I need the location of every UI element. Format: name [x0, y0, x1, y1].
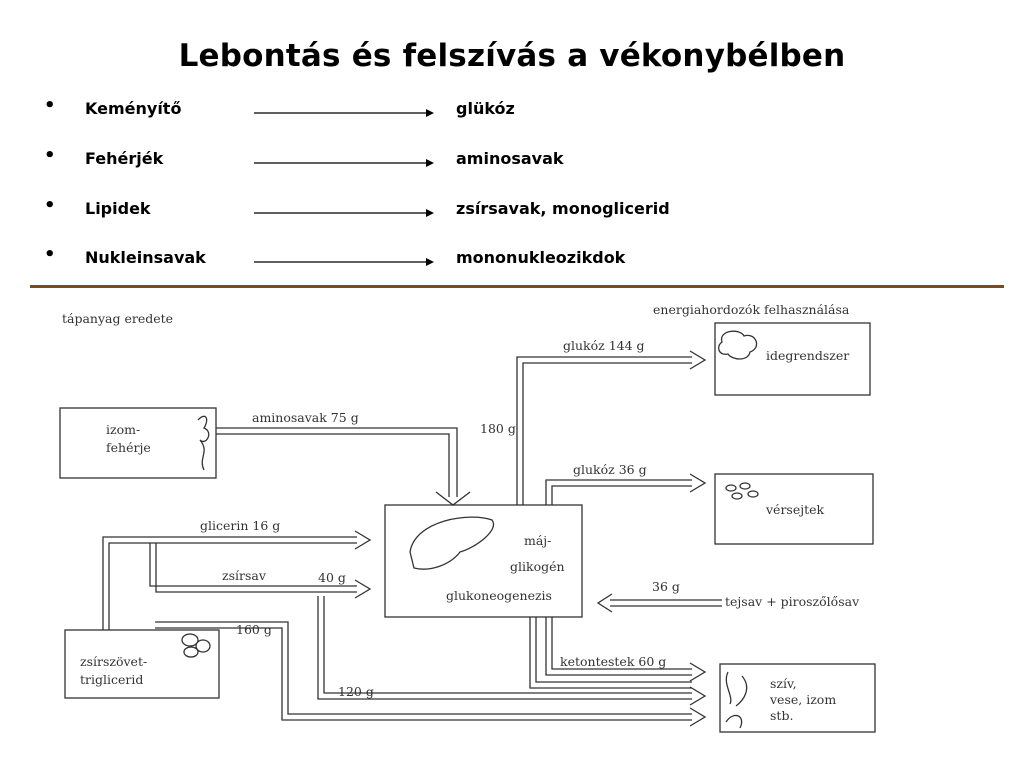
conversion-arrow — [254, 258, 434, 266]
glycerin-label: glicerin 16 g — [200, 518, 280, 533]
aminoacids-label: aminosavak 75 g — [252, 410, 359, 425]
fattyacid-amount-label: 40 g — [318, 570, 346, 585]
nervous-system-box — [714, 322, 871, 396]
glycerin-flow — [102, 530, 372, 630]
heart-label: szív, — [770, 676, 797, 691]
page-title: Lebontás és felszívás a vékonybélben — [178, 38, 846, 74]
conversion-arrow — [254, 159, 434, 167]
conversion-row: • Nukleinsavak mononukleozikdok — [0, 244, 1024, 272]
conversion-source: Lipidek — [85, 199, 151, 218]
ketone-flow — [545, 617, 707, 682]
ketone-label: ketontestek 60 g — [560, 654, 666, 669]
liver-to-heart-flow — [529, 617, 692, 689]
muscle-label: izom- — [106, 422, 140, 437]
heart-label: stb. — [770, 708, 793, 723]
conversion-product: mononukleozikdok — [456, 248, 626, 267]
fat-tissue-box — [64, 629, 220, 699]
liver-box — [384, 504, 583, 618]
bullet: • — [44, 195, 56, 216]
bullet: • — [44, 95, 56, 116]
glucose-180-flow — [516, 350, 707, 505]
nervous-system-label: idegrendszer — [766, 348, 849, 363]
aminoacid-flow — [216, 427, 471, 506]
conversion-product: glükóz — [456, 99, 515, 118]
liver-sketch-icon — [409, 516, 495, 570]
blood-cells-label: vérsejtek — [765, 502, 825, 517]
conversion-arrow — [254, 209, 434, 217]
glucose-36-label: glukóz 36 g — [573, 462, 647, 477]
muscle-label: fehérje — [106, 440, 151, 455]
fat-tissue-label: zsírszövet- — [80, 654, 147, 669]
brain-sketch-icon — [717, 330, 758, 360]
glucose-36-flow — [545, 473, 707, 505]
bullet: • — [44, 145, 56, 166]
heart-label: vese, izom — [769, 692, 836, 707]
blood-cells-box — [714, 473, 874, 545]
conversion-product: zsírsavak, monoglicerid — [456, 199, 670, 218]
lactate-label: tejsav + piroszőlősav — [725, 594, 860, 609]
heart-kidney-muscle-box — [719, 663, 876, 733]
fat-cells-sketch-icon — [181, 633, 211, 658]
total-180-label: 180 g — [480, 421, 516, 436]
fat-120-label: 120 g — [338, 684, 374, 699]
fattyacid-flow — [149, 543, 372, 599]
liver-label: máj- — [524, 533, 551, 548]
fattyacid-label: zsírsav — [222, 568, 267, 583]
fat-160-label: 160 g — [236, 622, 272, 637]
conversion-source: Keményítő — [85, 99, 182, 118]
muscle-sketch-icon — [197, 415, 210, 471]
conversion-arrow — [254, 109, 434, 117]
conversion-row: • Keményítő glükóz — [0, 95, 1024, 123]
heart-sketch-icon — [725, 671, 748, 729]
lactate-amount-label: 36 g — [652, 579, 680, 594]
liver-label: glikogén — [510, 559, 565, 574]
glucose-144-label: glukóz 144 g — [563, 338, 645, 353]
conversion-product: aminosavak — [456, 149, 564, 168]
liver-label: glukoneogenezis — [446, 588, 552, 603]
section-divider — [30, 285, 1004, 288]
conversion-source: Fehérjék — [85, 149, 164, 168]
left-heading: tápanyag eredete — [62, 311, 173, 326]
lactate-flow — [596, 593, 722, 613]
muscle-protein-box — [59, 407, 217, 479]
fat-tissue-label: triglicerid — [80, 672, 143, 687]
bullet: • — [44, 244, 56, 265]
conversion-row: • Fehérjék aminosavak — [0, 145, 1024, 173]
conversion-source: Nukleinsavak — [85, 248, 206, 267]
blood-cells-sketch-icon — [725, 482, 759, 500]
fat-120-flow — [317, 596, 707, 706]
conversion-row: • Lipidek zsírsavak, monoglicerid — [0, 195, 1024, 223]
fat-160-flow — [155, 621, 707, 727]
right-heading: energiahordozók felhasználása — [653, 302, 850, 317]
